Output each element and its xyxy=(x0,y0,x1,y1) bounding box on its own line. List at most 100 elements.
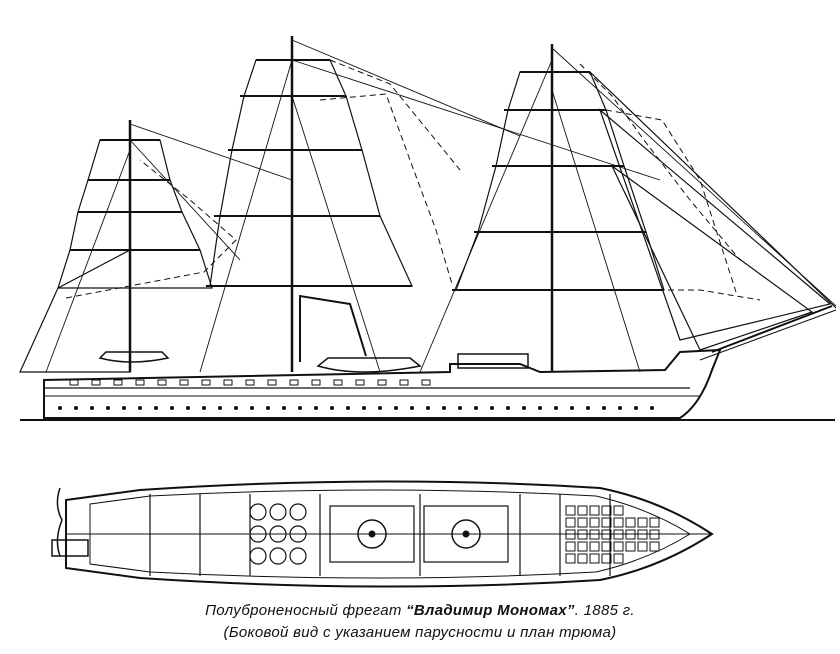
crate xyxy=(625,529,636,540)
porthole xyxy=(346,406,350,410)
gunport xyxy=(201,379,211,386)
boiler xyxy=(289,503,307,521)
crate xyxy=(577,517,588,528)
crate xyxy=(613,517,624,528)
gunport xyxy=(289,379,299,386)
crate xyxy=(625,541,636,552)
boiler xyxy=(249,547,267,565)
porthole xyxy=(490,406,494,410)
crate xyxy=(613,541,624,552)
portholes xyxy=(58,379,654,410)
crate xyxy=(565,541,576,552)
crate xyxy=(601,505,612,516)
crate xyxy=(601,517,612,528)
porthole xyxy=(650,406,654,410)
crate xyxy=(637,541,648,552)
gunport xyxy=(421,379,431,386)
boiler xyxy=(249,503,267,521)
crate xyxy=(589,553,600,564)
mizzen-sails xyxy=(19,139,213,373)
bowsprit xyxy=(711,305,833,353)
gunport xyxy=(223,379,233,386)
gunport xyxy=(311,379,321,386)
porthole xyxy=(234,406,238,410)
porthole xyxy=(202,406,206,410)
bulkheads xyxy=(149,494,611,576)
porthole xyxy=(58,406,62,410)
boiler xyxy=(269,503,287,521)
porthole xyxy=(170,406,174,410)
porthole xyxy=(458,406,462,410)
porthole xyxy=(330,406,334,410)
crate xyxy=(649,529,660,540)
gunport xyxy=(113,379,123,386)
boiler xyxy=(269,547,287,565)
crate xyxy=(565,517,576,528)
crate xyxy=(613,553,624,564)
porthole xyxy=(506,406,510,410)
crate xyxy=(649,517,660,528)
crate xyxy=(577,505,588,516)
crate xyxy=(577,541,588,552)
hold-plan xyxy=(51,480,714,588)
gunport xyxy=(333,379,343,386)
crate xyxy=(625,517,636,528)
porthole xyxy=(266,406,270,410)
porthole xyxy=(314,406,318,410)
porthole xyxy=(122,406,126,410)
crate xyxy=(577,529,588,540)
crate xyxy=(565,529,576,540)
deckhouse xyxy=(457,353,529,369)
porthole xyxy=(218,406,222,410)
porthole xyxy=(602,406,606,410)
porthole xyxy=(90,406,94,410)
porthole xyxy=(378,406,382,410)
crate xyxy=(601,529,612,540)
porthole xyxy=(154,406,158,410)
boiler xyxy=(269,525,287,543)
gunport xyxy=(91,379,101,386)
porthole xyxy=(618,406,622,410)
crate xyxy=(637,529,648,540)
gunport xyxy=(157,379,167,386)
crate xyxy=(601,541,612,552)
crate xyxy=(613,529,624,540)
porthole xyxy=(442,406,446,410)
rigging xyxy=(45,39,837,373)
hull xyxy=(43,348,722,419)
porthole xyxy=(538,406,542,410)
gunport xyxy=(267,379,277,386)
porthole xyxy=(106,406,110,410)
porthole xyxy=(570,406,574,410)
propeller-icon xyxy=(56,487,63,557)
porthole xyxy=(554,406,558,410)
porthole xyxy=(410,406,414,410)
deck-boat-mid xyxy=(316,357,422,373)
porthole xyxy=(394,406,398,410)
ship-name: “Владимир Мономах” xyxy=(406,602,575,619)
boiler xyxy=(289,525,307,543)
caption-line-1: Полуброненосный фрегат “Владимир Мономах… xyxy=(0,602,840,619)
caption-prefix: Полуброненосный фрегат xyxy=(205,602,407,619)
boiler xyxy=(249,525,267,543)
engines xyxy=(329,505,509,563)
porthole xyxy=(138,406,142,410)
crate xyxy=(601,553,612,564)
porthole xyxy=(634,406,638,410)
ship-drawing xyxy=(19,36,837,588)
gunport xyxy=(135,379,145,386)
side-view xyxy=(19,36,837,421)
porthole xyxy=(586,406,590,410)
storage-crates xyxy=(565,505,660,564)
gunport xyxy=(399,379,409,386)
crate xyxy=(589,505,600,516)
caption-line-2: (Боковой вид с указанием парусности и пл… xyxy=(223,624,617,641)
crate xyxy=(565,553,576,564)
crate xyxy=(565,505,576,516)
porthole xyxy=(474,406,478,410)
caption-year: . 1885 г. xyxy=(574,602,635,619)
crate xyxy=(589,541,600,552)
gunport xyxy=(245,379,255,386)
porthole xyxy=(426,406,430,410)
porthole xyxy=(74,406,78,410)
